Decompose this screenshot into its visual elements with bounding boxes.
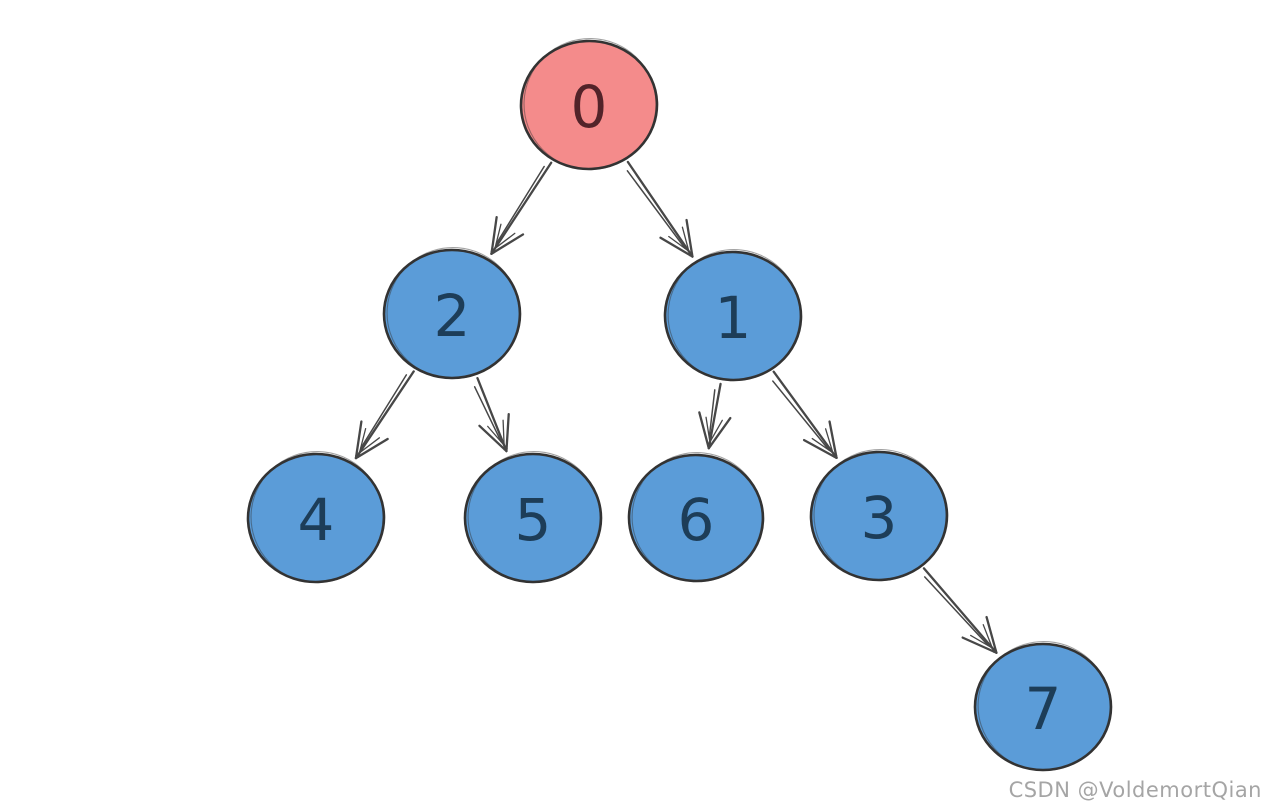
edge-arrow-1-3: [772, 370, 838, 459]
tree-node-1: 1: [663, 249, 803, 382]
node-label-7: 7: [1025, 675, 1062, 743]
node-label-4: 4: [298, 486, 335, 554]
edge-arrow-1-6: [698, 382, 732, 450]
tree-node-7: 7: [973, 641, 1113, 772]
watermark: CSDN @VoldemortQian: [1008, 778, 1262, 802]
node-label-6: 6: [678, 486, 715, 554]
edge-arrow-2-4: [354, 370, 415, 460]
node-label-3: 3: [861, 484, 898, 552]
tree-node-5: 5: [463, 451, 603, 584]
tree-node-0: 0: [519, 37, 659, 171]
tree-node-4: 4: [246, 450, 386, 584]
node-label-0: 0: [571, 73, 608, 141]
edge-arrow-0-1: [626, 160, 694, 258]
node-label-5: 5: [515, 486, 552, 554]
edge-arrow-3-7: [922, 567, 998, 654]
node-label-1: 1: [715, 284, 752, 352]
tree-node-3: 3: [809, 448, 949, 582]
edge-arrow-0-2: [490, 161, 553, 255]
node-label-2: 2: [434, 282, 471, 350]
edge-arrow-2-5: [473, 376, 510, 453]
tree-node-2: 2: [382, 247, 522, 380]
tree-node-6: 6: [627, 452, 765, 583]
